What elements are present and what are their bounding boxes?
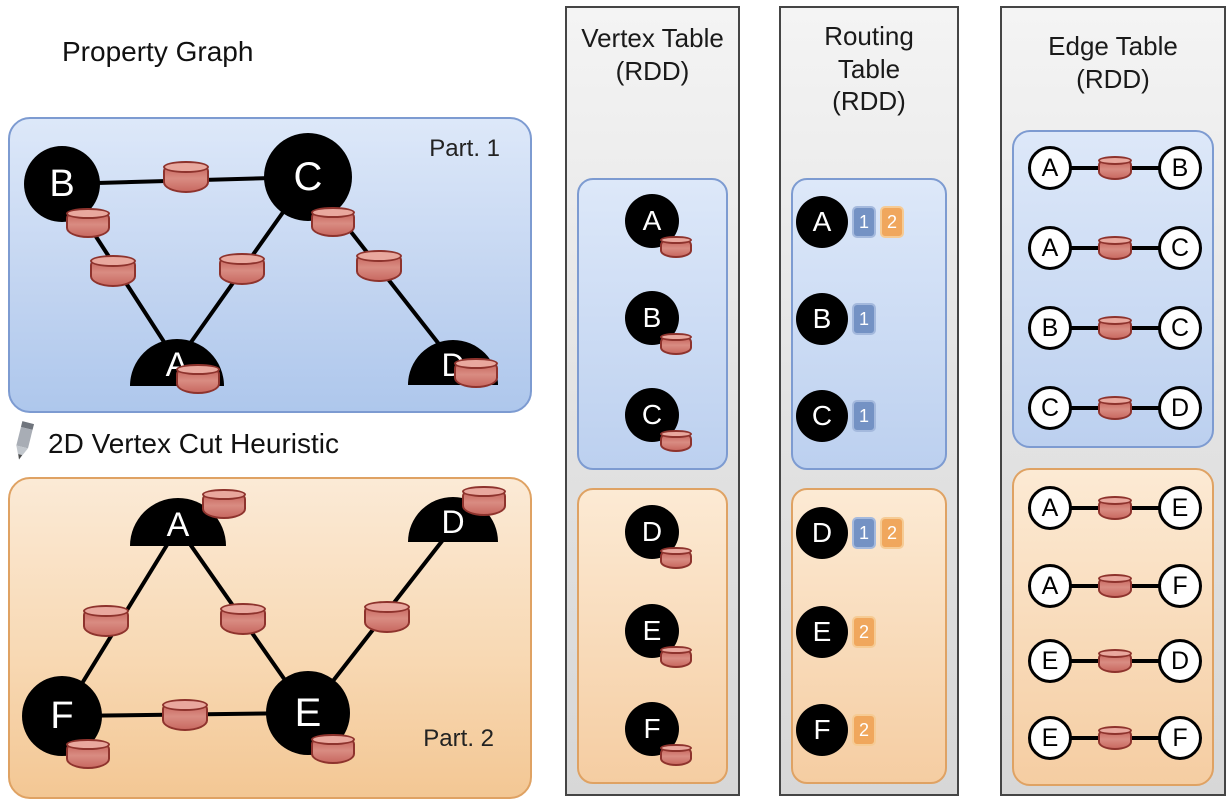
edge-table-row: A B — [1028, 146, 1202, 190]
edge-table-row: A F — [1028, 564, 1202, 608]
edge-source-vertex: E — [1028, 639, 1072, 683]
edge-source-vertex: A — [1028, 486, 1072, 530]
routing-table-title: Routing Table (RDD) — [824, 21, 914, 116]
vertex-property-cylinder-icon — [454, 358, 498, 388]
edge-property-cylinder-icon — [163, 161, 209, 193]
pencil-icon — [3, 417, 43, 470]
edge-target-vertex: E — [1158, 486, 1202, 530]
edge-target-vertex: C — [1158, 226, 1202, 270]
edge-table-row: E F — [1028, 716, 1202, 760]
routing-entry-f: F — [796, 704, 848, 756]
vertex-property-cylinder-icon — [660, 430, 692, 452]
vertex-property-cylinder-icon — [202, 489, 246, 519]
vertex-cut-heuristic-label: 2D Vertex Cut Heuristic — [48, 428, 339, 459]
edge-property-cylinder-icon — [1098, 156, 1132, 180]
vertex-property-cylinder-icon — [660, 236, 692, 258]
routing-partition-badge: 1 — [852, 206, 876, 238]
vertex-property-cylinder-icon — [311, 734, 355, 764]
vertex-property-cylinder-icon — [311, 207, 355, 237]
routing-entry-d: D — [796, 507, 848, 559]
vertex-property-cylinder-icon — [462, 486, 506, 516]
edge-property-cylinder-icon — [364, 601, 410, 633]
edge-target-vertex: D — [1158, 386, 1202, 430]
edge-source-vertex: A — [1028, 226, 1072, 270]
vertex-property-cylinder-icon — [660, 744, 692, 766]
routing-entry-b: B — [796, 293, 848, 345]
routing-partition-badge: 2 — [852, 714, 876, 746]
edge-property-cylinder-icon — [83, 605, 129, 637]
edge-target-vertex: F — [1158, 716, 1202, 760]
edge-property-cylinder-icon — [1098, 726, 1132, 750]
edge-source-vertex: E — [1028, 716, 1072, 760]
edge-source-vertex: C — [1028, 386, 1072, 430]
vertex-property-cylinder-icon — [660, 333, 692, 355]
edge-table-row: A E — [1028, 486, 1202, 530]
edge-table-row: C D — [1028, 386, 1202, 430]
edge-source-vertex: A — [1028, 564, 1072, 608]
edge-property-cylinder-icon — [1098, 236, 1132, 260]
edge-property-cylinder-icon — [1098, 574, 1132, 598]
partition-1-label: Part. 1 — [429, 135, 500, 162]
edge-property-cylinder-icon — [1098, 496, 1132, 520]
edge-target-vertex: F — [1158, 564, 1202, 608]
edge-table-row: B C — [1028, 306, 1202, 350]
vertex-property-cylinder-icon — [660, 547, 692, 569]
property-graph-title: Property Graph — [62, 36, 254, 67]
routing-entry-e: E — [796, 606, 848, 658]
edge-table-row: E D — [1028, 639, 1202, 683]
routing-partition-badge: 1 — [852, 303, 876, 335]
edge-property-cylinder-icon — [1098, 396, 1132, 420]
edge-target-vertex: D — [1158, 639, 1202, 683]
edge-table-title: Edge Table (RDD) — [1048, 31, 1178, 94]
vertex-table-title: Vertex Table (RDD) — [581, 23, 724, 86]
edge-property-cylinder-icon — [219, 253, 265, 285]
edge-property-cylinder-icon — [1098, 316, 1132, 340]
routing-entry-c: C — [796, 390, 848, 442]
edge-target-vertex: C — [1158, 306, 1202, 350]
edge-property-cylinder-icon — [90, 255, 136, 287]
edge-target-vertex: B — [1158, 146, 1202, 190]
edge-table-row: A C — [1028, 226, 1202, 270]
edge-property-cylinder-icon — [162, 699, 208, 731]
edge-property-cylinder-icon — [1098, 649, 1132, 673]
routing-partition-badge: 1 — [852, 400, 876, 432]
routing-partition-badge: 1 — [852, 517, 876, 549]
vertex-property-cylinder-icon — [66, 208, 110, 238]
edge-property-cylinder-icon — [220, 603, 266, 635]
vertex-property-cylinder-icon — [176, 364, 220, 394]
edge-source-vertex: B — [1028, 306, 1072, 350]
routing-partition-badge: 2 — [852, 616, 876, 648]
routing-partition-badge: 2 — [880, 517, 904, 549]
routing-entry-a: A — [796, 196, 848, 248]
routing-partition-badge: 2 — [880, 206, 904, 238]
edge-source-vertex: A — [1028, 146, 1072, 190]
partition-2-label: Part. 2 — [423, 725, 494, 752]
edge-property-cylinder-icon — [356, 250, 402, 282]
vertex-property-cylinder-icon — [66, 739, 110, 769]
vertex-property-cylinder-icon — [660, 646, 692, 668]
